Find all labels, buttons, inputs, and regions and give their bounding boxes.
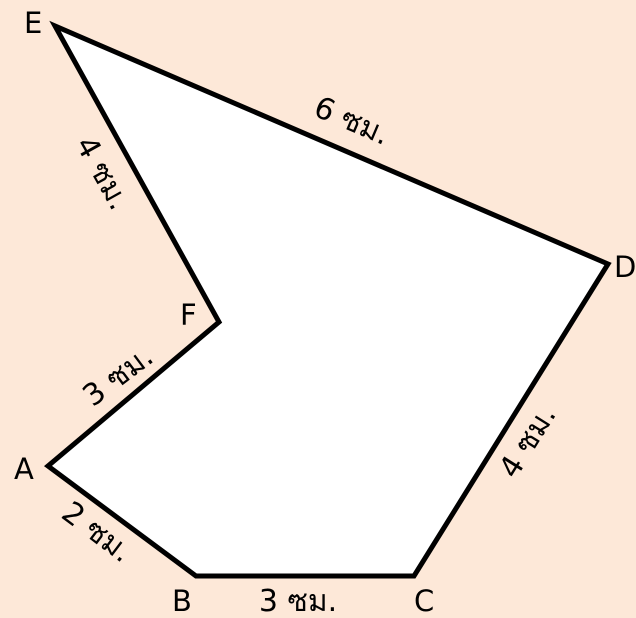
vertex-label-a: A	[14, 452, 34, 486]
side-label-bc: 3 ซม.	[259, 584, 337, 618]
vertex-label-e: E	[24, 6, 42, 40]
hexagon-shape	[43, 20, 612, 579]
vertex-label-d: D	[614, 250, 636, 284]
vertex-label-b: B	[172, 584, 192, 618]
vertex-label-c: C	[414, 584, 434, 618]
vertex-label-f: F	[180, 298, 197, 332]
